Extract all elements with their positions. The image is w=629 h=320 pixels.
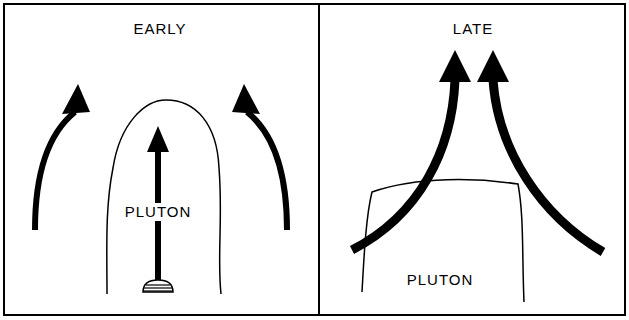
flow-arrow — [35, 112, 75, 230]
hatch-line — [144, 287, 172, 288]
stage-panel: LATE PLUTON — [318, 3, 626, 316]
arrow-head — [62, 84, 90, 114]
pluton-outline-path — [107, 100, 221, 294]
pluton-outline — [104, 98, 224, 294]
hatch-line — [146, 284, 170, 285]
arrow-head — [232, 84, 260, 114]
pluton-label: PLUTON — [123, 203, 194, 221]
panel-heading: EARLY — [133, 20, 186, 38]
arrow-head — [477, 50, 509, 82]
pluton-outline-path — [362, 180, 524, 302]
pluton-body: PLUTON — [104, 98, 224, 294]
arrow-head — [439, 50, 471, 82]
stage-panel: EARLY PLUTON — [3, 3, 320, 316]
flow-arrow — [247, 112, 287, 230]
hatch-line — [143, 290, 173, 291]
flow-arrow — [493, 80, 603, 252]
source-base — [143, 280, 173, 292]
arrow-head — [147, 126, 169, 152]
pluton-body: PLUTON — [358, 176, 528, 302]
panel-heading: LATE — [453, 20, 493, 38]
pluton-label: PLUTON — [405, 271, 476, 289]
